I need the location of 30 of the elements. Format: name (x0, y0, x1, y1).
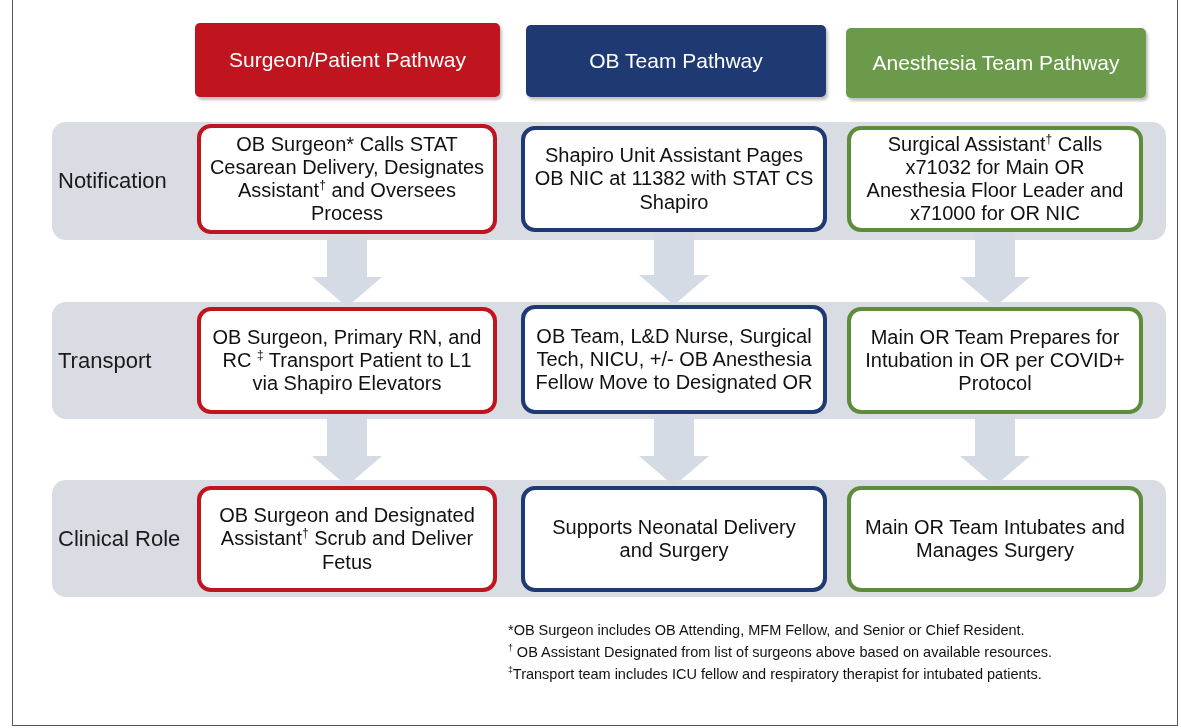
process-box (197, 486, 497, 592)
stage-label: Clinical Role (58, 525, 181, 552)
process-box (521, 305, 827, 414)
process-text: Supports Neonatal Delivery and Surgery (551, 515, 797, 563)
process-text: Main OR Team Prepares for Intubation in OR per COVID+ Protocol (864, 325, 1126, 396)
footnote: $^{†}$ OB Assistant Designated from list of surgeons above based on available resources. (508, 644, 1053, 660)
pathway-header: OB Team Pathway (526, 25, 826, 97)
process-box (847, 486, 1143, 592)
pathway-header: Surgeon/Patient Pathway (195, 23, 500, 97)
footnote: $^{‡}$Transport team includes ICU fellow and respiratory therapist for intubated patients. (508, 666, 1043, 682)
process-text: OB Surgeon* Calls STAT Cesarean Delivery, Designates Assistant$^{†}$ and Oversees Process (209, 132, 485, 226)
process-text: Surgical Assistant$^{†}$ Calls x71032 for Main OR Anesthesia Floor Leader and x71000 for OR NIC (865, 132, 1125, 226)
process-text: OB Surgeon, Primary RN, and RC $^{‡}$ Transport Patient to L1 via Shapiro Elevators (211, 325, 483, 396)
stage-label: Transport (58, 347, 152, 374)
process-box (847, 307, 1143, 414)
stage-band (52, 122, 1166, 240)
process-box (197, 307, 497, 414)
footnote: *OB Surgeon includes OB Attending, MFM Fellow, and Senior or Chief Resident. (508, 622, 1026, 638)
process-box (521, 126, 827, 232)
process-box (197, 124, 497, 234)
pathway-header: Anesthesia Team Pathway (846, 28, 1146, 98)
process-box (847, 126, 1143, 232)
process-box (521, 486, 827, 592)
process-text: Shapiro Unit Assistant Pages OB NIC at 11382 with STAT CS Shapiro (533, 144, 815, 214)
stage-band (52, 302, 1166, 419)
process-text: Main OR Team Intubates and Manages Surgery (864, 515, 1126, 563)
process-text: OB Surgeon and Designated Assistant$^{†}$ Scrub and Deliver Fetus (218, 504, 476, 574)
process-text: OB Team, L&D Nurse, Surgical Tech, NICU, +/- OB Anesthesia Fellow Move to Designated OR (534, 324, 814, 395)
stage-label: Notification (58, 168, 167, 194)
stage-band (52, 480, 1166, 597)
